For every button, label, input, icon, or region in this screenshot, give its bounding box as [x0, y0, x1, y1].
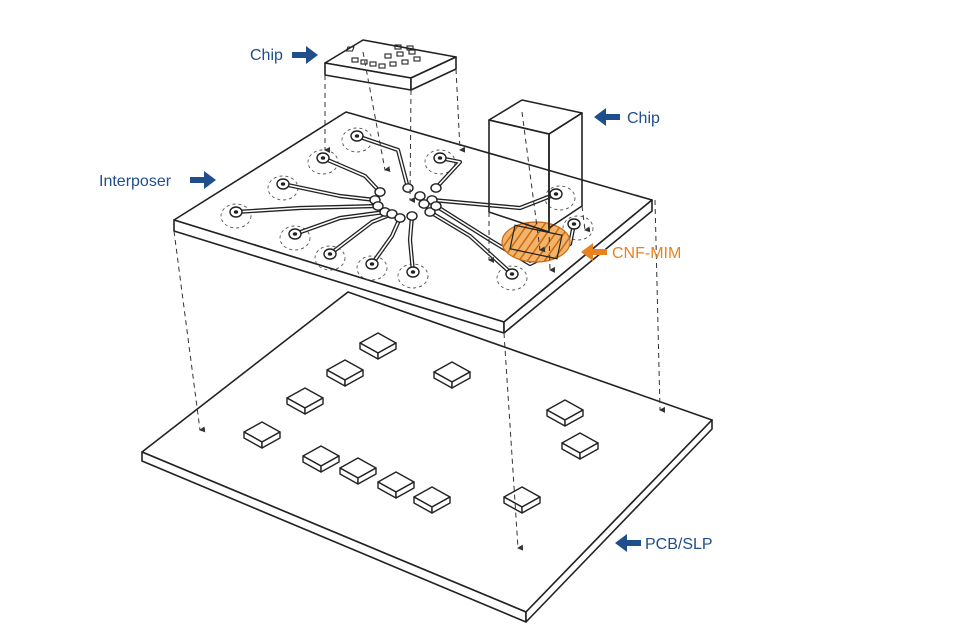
projection-line [456, 69, 460, 150]
bump-pad [431, 202, 441, 210]
via-pad [407, 267, 419, 277]
projection-line [174, 231, 200, 430]
chip-top [325, 40, 456, 90]
via-pad [434, 153, 446, 163]
pcb-board [142, 292, 712, 622]
via-pad [366, 259, 378, 269]
via-pad [568, 219, 580, 229]
via-pad [324, 249, 336, 259]
via-pad [351, 131, 363, 141]
arrow-icon [292, 46, 318, 64]
label-chip-right: Chip [594, 108, 660, 127]
label-interposer: Interposer [99, 171, 216, 190]
via-pad [277, 179, 289, 189]
bump-pad [419, 200, 429, 208]
pcb-slp-label: PCB/SLP [645, 536, 713, 553]
interposer-label: Interposer [99, 173, 172, 190]
chip-top-label: Chip [250, 47, 283, 64]
bump-pad [403, 184, 413, 192]
bump-pad [415, 192, 425, 200]
via-pad [230, 207, 242, 217]
via-pad [506, 269, 518, 279]
arrow-icon [594, 108, 620, 126]
bump-pad [375, 188, 385, 196]
projection-line [655, 200, 660, 410]
bump-pad [407, 212, 417, 220]
arrow-icon [190, 171, 216, 189]
label-pcb-slp: PCB/SLP [615, 534, 713, 553]
bump-pad [431, 184, 441, 192]
chip-right-label: Chip [627, 110, 660, 127]
via-pad [317, 153, 329, 163]
label-chip-top: Chip [250, 46, 318, 64]
arrow-icon [615, 534, 641, 552]
via-pad [289, 229, 301, 239]
bump-pad [395, 214, 405, 222]
cnf-mim-label: CNF-MIM [612, 245, 681, 262]
